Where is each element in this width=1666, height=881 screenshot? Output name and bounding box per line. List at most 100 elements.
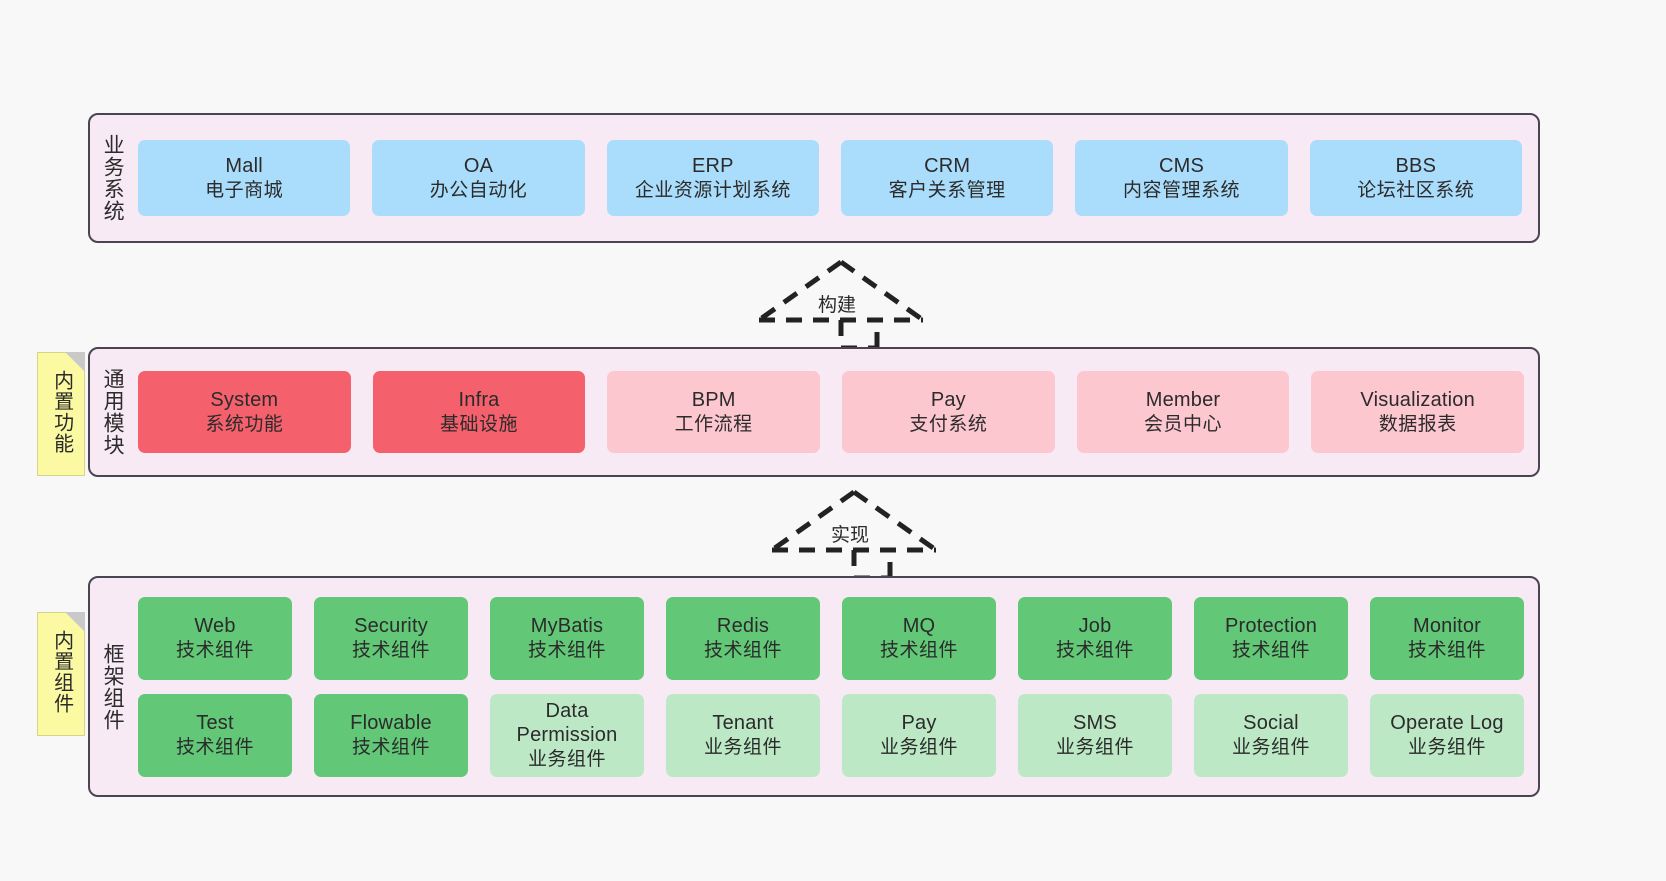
card-data-permission-en: Data Permission <box>516 700 618 747</box>
card-social-cn: 业务组件 <box>1231 736 1310 758</box>
card-operate-log[interactable]: Operate Log 业务组件 <box>1370 693 1524 777</box>
framework-tech-row: Web 技术组件 Security 技术组件 MyBatis 技术组件 Redi… <box>138 596 1524 680</box>
card-erp[interactable]: ERP 企业资源计划系统 <box>606 140 819 216</box>
card-cms[interactable]: CMS 内容管理系统 <box>1075 140 1288 216</box>
card-bbs-cn: 论坛社区系统 <box>1357 179 1475 201</box>
business-items-row: Mall 电子商城 OA 办公自动化 ERP 企业资源计划系统 CRM 客户关系… <box>138 140 1522 216</box>
card-mall-cn: 电子商城 <box>205 179 284 201</box>
card-sms-en: SMS <box>1073 712 1117 735</box>
card-oa[interactable]: OA 办公自动化 <box>372 140 585 216</box>
card-mall[interactable]: Mall 电子商城 <box>138 140 351 216</box>
card-oa-en: OA <box>463 155 494 178</box>
card-protection-en: Protection <box>1224 615 1318 638</box>
card-bpm-cn: 工作流程 <box>674 413 753 435</box>
card-protection[interactable]: Protection 技术组件 <box>1194 596 1348 680</box>
card-bbs[interactable]: BBS 论坛社区系统 <box>1309 140 1522 216</box>
card-tenant-en: Tenant <box>712 712 774 735</box>
card-redis-en: Redis <box>716 615 770 638</box>
card-infra[interactable]: Infra 基础设施 <box>372 371 586 453</box>
framework-business-row: Test 技术组件 Flowable 技术组件 Data Permission … <box>138 693 1524 777</box>
note-builtin-components: 内置组件 <box>37 612 85 736</box>
card-tenant[interactable]: Tenant 业务组件 <box>666 693 820 777</box>
card-test[interactable]: Test 技术组件 <box>138 693 292 777</box>
card-pay-component-en: Pay <box>901 712 937 735</box>
card-job[interactable]: Job 技术组件 <box>1018 596 1172 680</box>
card-test-cn: 技术组件 <box>175 736 254 758</box>
card-infra-cn: 基础设施 <box>440 413 519 435</box>
connector-build: 构建 <box>755 258 927 351</box>
card-system[interactable]: System 系统功能 <box>138 371 351 453</box>
card-social-en: Social <box>1243 712 1299 735</box>
card-monitor[interactable]: Monitor 技术组件 <box>1370 596 1524 680</box>
card-pay-module-cn: 支付系统 <box>909 413 988 435</box>
card-redis-cn: 技术组件 <box>703 639 782 661</box>
card-visualization-cn: 数据报表 <box>1378 413 1457 435</box>
card-member-en: Member <box>1145 389 1221 412</box>
card-visualization[interactable]: Visualization 数据报表 <box>1311 371 1525 453</box>
card-bpm-en: BPM <box>691 389 736 412</box>
connector-build-label: 构建 <box>815 290 860 317</box>
card-pay-component[interactable]: Pay 业务组件 <box>842 693 996 777</box>
card-data-permission[interactable]: Data Permission 业务组件 <box>490 693 644 777</box>
card-social[interactable]: Social 业务组件 <box>1194 693 1348 777</box>
layer-common-body: System 系统功能 Infra 基础设施 BPM 工作流程 Pay 支付系统… <box>134 349 1538 475</box>
card-mybatis[interactable]: MyBatis 技术组件 <box>490 596 644 680</box>
layer-framework-title: 框架组件 <box>101 642 125 731</box>
card-bbs-en: BBS <box>1395 155 1437 178</box>
card-infra-en: Infra <box>458 389 500 412</box>
card-security-cn: 技术组件 <box>351 639 430 661</box>
card-erp-en: ERP <box>691 155 734 178</box>
card-monitor-cn: 技术组件 <box>1407 639 1486 661</box>
connector-implement-label: 实现 <box>828 520 873 547</box>
card-operate-log-cn: 业务组件 <box>1407 736 1486 758</box>
card-system-en: System <box>210 389 279 412</box>
card-cms-cn: 内容管理系统 <box>1122 179 1240 201</box>
connector-implement: 实现 <box>768 488 940 581</box>
implement-arrow-stem <box>851 550 893 581</box>
card-web-en: Web <box>194 615 236 638</box>
card-security[interactable]: Security 技术组件 <box>314 596 468 680</box>
card-bpm[interactable]: BPM 工作流程 <box>607 371 821 453</box>
layer-business-systems: 业务系统 Mall 电子商城 OA 办公自动化 ERP 企业资源计划系统 CRM… <box>88 113 1540 243</box>
card-pay-module[interactable]: Pay 支付系统 <box>842 371 1055 453</box>
card-cms-en: CMS <box>1158 155 1204 178</box>
card-job-en: Job <box>1078 615 1112 638</box>
card-flowable[interactable]: Flowable 技术组件 <box>314 693 468 777</box>
card-visualization-en: Visualization <box>1360 389 1475 412</box>
layer-common-modules: 通用模块 System 系统功能 Infra 基础设施 BPM 工作流程 Pay… <box>88 347 1540 477</box>
card-mq[interactable]: MQ 技术组件 <box>842 596 996 680</box>
card-redis[interactable]: Redis 技术组件 <box>666 596 820 680</box>
card-operate-log-en: Operate Log <box>1390 712 1504 735</box>
card-mybatis-en: MyBatis <box>530 615 604 638</box>
build-arrow-stem <box>838 320 880 351</box>
card-pay-module-en: Pay <box>930 389 966 412</box>
card-crm-en: CRM <box>924 155 971 178</box>
card-mall-en: Mall <box>225 155 263 178</box>
note-builtin-features-label: 内置功能 <box>50 370 73 454</box>
card-member[interactable]: Member 会员中心 <box>1076 371 1290 453</box>
card-tenant-cn: 业务组件 <box>703 736 782 758</box>
note-builtin-components-label: 内置组件 <box>50 630 73 714</box>
layer-framework-components: 框架组件 Web 技术组件 Security 技术组件 MyBatis 技术组件… <box>88 576 1540 797</box>
card-web[interactable]: Web 技术组件 <box>138 596 292 680</box>
card-flowable-cn: 技术组件 <box>351 736 430 758</box>
card-job-cn: 技术组件 <box>1055 639 1134 661</box>
card-system-cn: 系统功能 <box>205 413 284 435</box>
card-sms[interactable]: SMS 业务组件 <box>1018 693 1172 777</box>
note-builtin-features: 内置功能 <box>37 352 85 476</box>
card-crm[interactable]: CRM 客户关系管理 <box>840 140 1054 216</box>
card-sms-cn: 业务组件 <box>1055 736 1134 758</box>
card-web-cn: 技术组件 <box>175 639 254 661</box>
card-monitor-en: Monitor <box>1412 615 1482 638</box>
card-test-en: Test <box>196 712 234 735</box>
card-mybatis-cn: 技术组件 <box>527 639 606 661</box>
card-erp-cn: 企业资源计划系统 <box>634 179 791 201</box>
card-member-cn: 会员中心 <box>1144 413 1223 435</box>
layer-framework-body: Web 技术组件 Security 技术组件 MyBatis 技术组件 Redi… <box>134 578 1538 795</box>
card-security-en: Security <box>354 615 428 638</box>
card-mq-en: MQ <box>902 615 936 638</box>
common-items-row: System 系统功能 Infra 基础设施 BPM 工作流程 Pay 支付系统… <box>138 371 1525 453</box>
card-protection-cn: 技术组件 <box>1231 639 1310 661</box>
card-oa-cn: 办公自动化 <box>429 179 528 201</box>
